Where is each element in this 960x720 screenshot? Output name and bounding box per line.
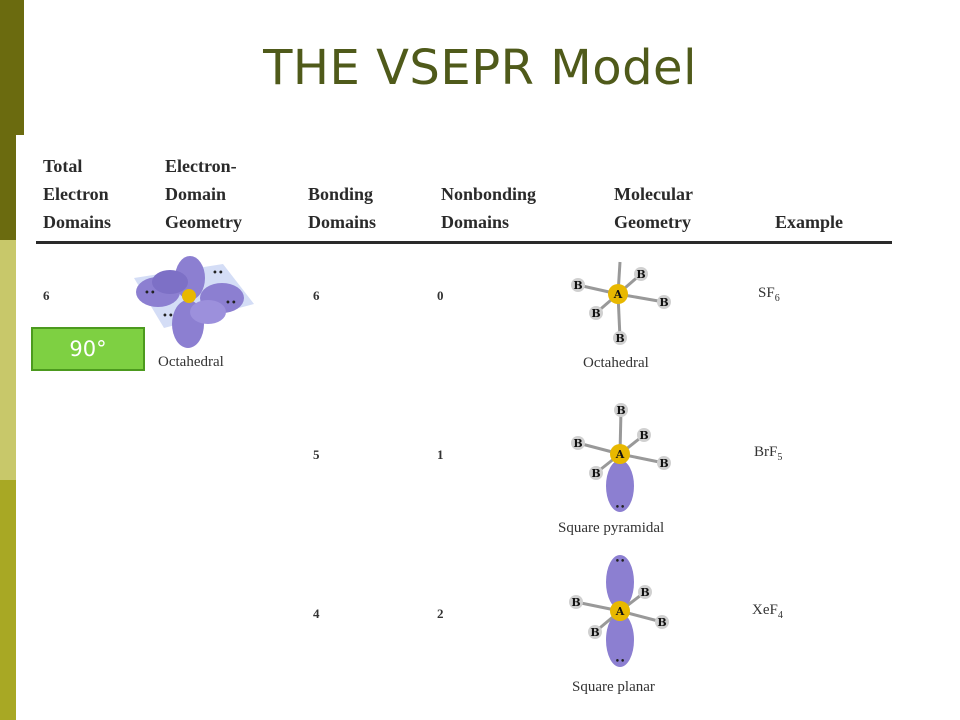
svg-text:••: ••	[615, 557, 626, 567]
lobe-front-right	[190, 300, 226, 324]
svg-text:B: B	[590, 626, 599, 639]
molecule-octahedral: B B A B B B	[571, 261, 671, 345]
header-example: Example	[775, 212, 844, 232]
lobe-back-left	[152, 270, 188, 294]
header-rule	[36, 241, 892, 244]
molecule-square-planar: •• •• B B A B B	[569, 555, 669, 667]
row2-molecular-geometry-caption: Square pyramidal	[558, 520, 665, 536]
row3-nonbonding-domains: 2	[437, 606, 444, 621]
molecule-square-pyramidal: •• B B B A B B	[571, 403, 671, 513]
row3-bonding-domains: 4	[313, 606, 320, 621]
electron-pair-dots: ••	[162, 311, 174, 322]
svg-text:B: B	[640, 586, 649, 599]
sidebar-segment-middle	[0, 240, 16, 480]
svg-text:B: B	[573, 279, 582, 292]
row1-nonbonding-domains: 0	[437, 288, 444, 303]
row1-total-domains: 6	[43, 288, 50, 303]
row1-example: SF6	[758, 285, 780, 304]
central-nucleus	[182, 289, 196, 303]
sidebar-accent	[16, 0, 24, 135]
svg-text:B: B	[636, 268, 645, 281]
row3-molecular-geometry-caption: Square planar	[572, 679, 655, 695]
electron-domain-geometry-caption: Octahedral	[158, 354, 224, 370]
electron-domain-geometry-illustration: •• •• •• ••	[134, 256, 254, 348]
svg-text:B: B	[659, 296, 668, 309]
slide-title: THE VSEPR Model	[263, 40, 697, 96]
svg-text:A: A	[615, 448, 625, 461]
svg-text:••: ••	[615, 657, 626, 667]
sidebar-segment-bottom	[0, 480, 16, 720]
header-total-domains: Total Electron Domains	[43, 156, 112, 232]
row2-bonding-domains: 5	[313, 447, 320, 462]
angle-annotation: 90°	[31, 327, 145, 371]
sidebar-segment-top	[0, 0, 16, 240]
electron-pair-dots: ••	[225, 298, 237, 309]
row1-bonding-domains: 6	[313, 288, 320, 303]
svg-text:A: A	[615, 605, 625, 618]
svg-text:B: B	[659, 457, 668, 470]
row2-example: BrF5	[754, 444, 783, 463]
svg-text:B: B	[639, 429, 648, 442]
header-molecular-geometry: Molecular Geometry	[614, 184, 693, 232]
svg-text:B: B	[657, 616, 666, 629]
row3-example: XeF4	[752, 602, 783, 621]
svg-text:B: B	[571, 596, 580, 609]
electron-pair-dots: ••	[144, 288, 156, 299]
svg-text:B: B	[591, 467, 600, 480]
row1-molecular-geometry-caption: Octahedral	[583, 355, 649, 371]
header-electron-domain-geometry: Electron- Domain Geometry	[165, 156, 242, 232]
electron-pair-dots: ••	[212, 268, 224, 279]
svg-text:••: ••	[615, 503, 626, 513]
svg-text:B: B	[615, 332, 624, 345]
header-bonding-domains: Bonding Domains	[308, 184, 377, 232]
svg-text:B: B	[573, 437, 582, 450]
header-nonbonding-domains: Nonbonding Domains	[441, 184, 537, 232]
svg-text:B: B	[591, 307, 600, 320]
svg-text:B: B	[616, 404, 625, 417]
svg-text:A: A	[613, 288, 623, 301]
row2-nonbonding-domains: 1	[437, 447, 444, 462]
